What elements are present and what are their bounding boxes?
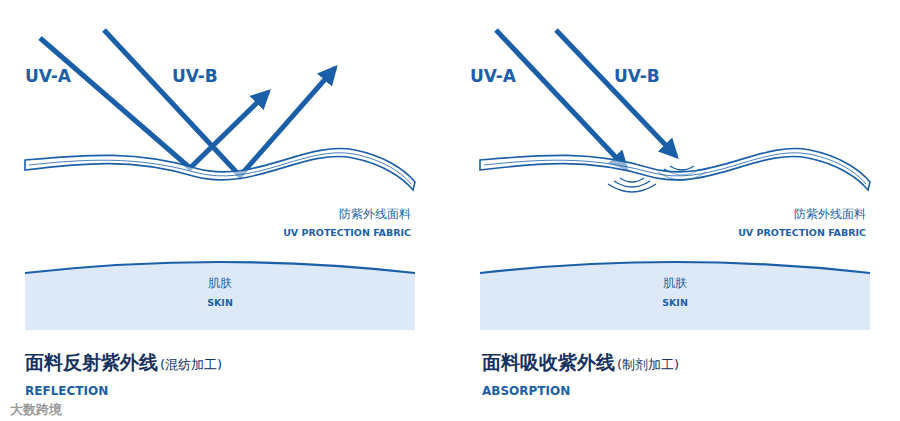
part-name: 防紫外线面料 [794,206,866,223]
caption-note: (制剂加工) [617,356,679,374]
fabric-edge [29,153,411,184]
fabric-edge [484,153,866,184]
caption: 面料反射紫外线 [25,350,158,376]
part-name-en: UV PROTECTION FABRIC [283,227,411,238]
skin-surface [480,262,870,273]
ray-label: UV-A [25,66,71,86]
caption-en: REFLECTION [25,384,108,398]
skin-band: 肌肤 SKIN [25,255,415,330]
part-name: 防紫外线面料 [339,206,411,223]
watermark: 大数跨境 [10,401,62,419]
caption-note: (混纺加工) [160,356,222,374]
part-name-en: SKIN [662,297,688,308]
skin-band: 肌肤 SKIN [480,255,870,330]
fabric-layer: 防紫外线面料 UV PROTECTION FABRIC [25,130,417,250]
caption: 面料吸收紫外线 [482,350,615,376]
fabric-layer: 防紫外线面料 UV PROTECTION FABRIC [480,130,872,250]
part-name-en: SKIN [207,297,233,308]
caption-en: ABSORPTION [482,384,570,398]
skin-fill [25,262,415,330]
skin-surface [25,262,415,273]
uva-ray [496,30,626,168]
uvb-ray [104,30,335,176]
ray-label: UV-A [470,66,516,86]
skin-outline [25,255,415,330]
ray-label: UV-B [172,66,218,86]
part-name: 肌肤 [663,275,687,292]
skin-fill [480,262,870,330]
uva-ray [40,38,268,168]
uvb-ray [556,30,676,156]
part-name-en: UV PROTECTION FABRIC [738,227,866,238]
fabric-ribbon [480,149,870,190]
ray-label: UV-B [614,66,660,86]
part-name: 肌肤 [208,275,232,292]
skin-outline [480,255,870,330]
fabric-ribbon [25,149,415,190]
